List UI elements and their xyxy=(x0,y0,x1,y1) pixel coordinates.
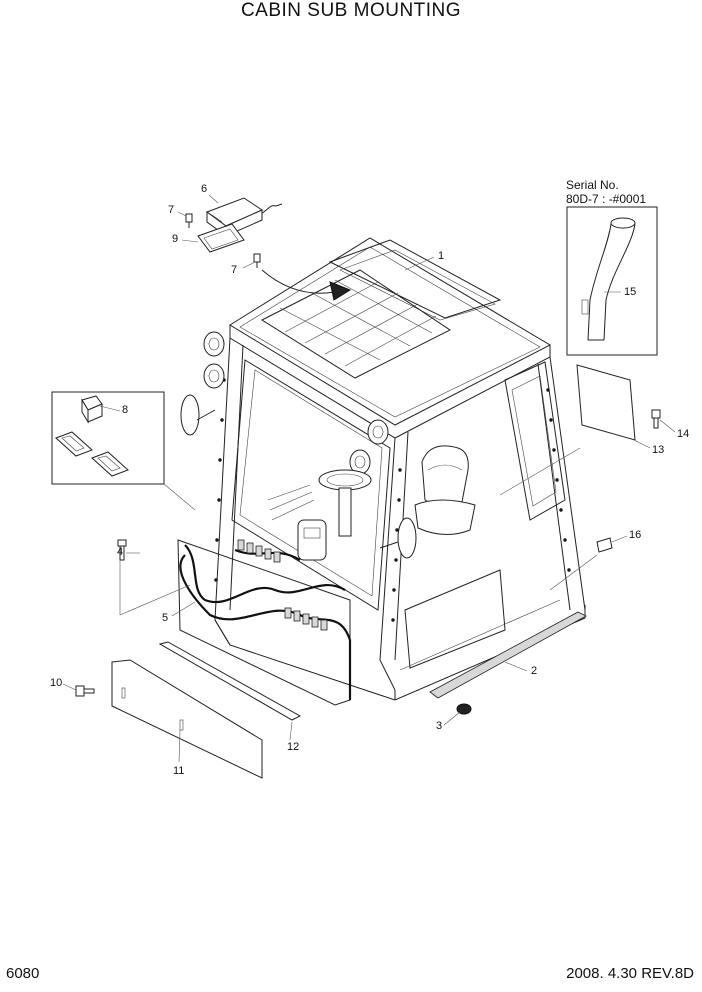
part-2-floor-strip xyxy=(429,611,587,699)
callout-15: 15 xyxy=(624,286,637,298)
callout-2: 2 xyxy=(531,665,538,677)
part-16-switch xyxy=(596,537,613,553)
work-lights xyxy=(203,331,389,475)
callout-10: 10 xyxy=(50,677,63,689)
part-9-bezel xyxy=(197,223,245,253)
callout-7a: 7 xyxy=(168,204,175,216)
callout-12: 12 xyxy=(287,741,300,753)
part-7-screws xyxy=(185,213,261,268)
steering-column xyxy=(267,469,372,561)
part-15-inset xyxy=(566,206,658,356)
part-8-inset xyxy=(51,391,165,485)
install-arrow xyxy=(261,269,336,294)
part-3-plug xyxy=(456,703,472,715)
callout-4: 4 xyxy=(117,546,124,558)
callout-5: 5 xyxy=(162,612,169,624)
part-11-lower-panel xyxy=(111,659,263,779)
leader-lines xyxy=(62,194,676,763)
part-10-bolt xyxy=(75,685,95,697)
callout-13: 13 xyxy=(652,444,665,456)
date-revision: 2008. 4.30 REV.8D xyxy=(566,965,694,982)
callout-9: 9 xyxy=(172,233,179,245)
serial-note: Serial No. 80D-7 : -#0001 xyxy=(566,178,646,206)
serial-note-range: 80D-7 : -#0001 xyxy=(566,192,647,206)
callout-1: 1 xyxy=(438,250,445,262)
install-arrow-head xyxy=(329,281,352,301)
wiring-harness xyxy=(177,539,352,706)
part-4-bolt xyxy=(117,539,127,561)
part-13-rear-panel xyxy=(576,364,636,441)
callout-7b: 7 xyxy=(231,264,238,276)
callout-8: 8 xyxy=(122,404,129,416)
operator-seat xyxy=(414,445,476,535)
page-number: 6080 xyxy=(6,965,40,982)
part-14-bolt xyxy=(651,409,661,429)
page-title: CABIN SUB MOUNTING xyxy=(240,0,462,21)
callout-11: 11 xyxy=(173,765,185,777)
callout-3: 3 xyxy=(436,720,443,732)
callout-6: 6 xyxy=(201,183,208,195)
callout-16: 16 xyxy=(629,529,642,541)
side-mirrors xyxy=(180,394,417,559)
cabin-frame xyxy=(214,237,586,701)
part-12-strip xyxy=(158,641,302,721)
serial-note-label: Serial No. xyxy=(566,178,619,192)
callout-14: 14 xyxy=(677,428,690,440)
